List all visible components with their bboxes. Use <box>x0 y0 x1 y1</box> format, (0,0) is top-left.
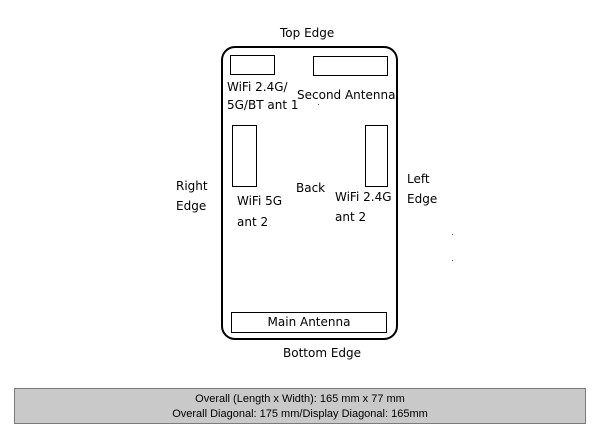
main-antenna-label: Main Antenna <box>267 315 351 329</box>
wifi5g-ant2-label: WiFi 5G ant 2 <box>237 193 282 231</box>
specification-box: Overall (Length x Width): 165 mm x 77 mm… <box>14 388 586 424</box>
stray-dot <box>452 234 453 235</box>
wifi24g-ant2-label: WiFi 2.4G ant 2 <box>335 189 392 226</box>
wifi5g-ant2-line2: ant 2 <box>237 215 269 229</box>
wifi-bt-ant1-label: WiFi 2.4G/ 5G/BT ant 1 <box>227 79 298 114</box>
wifi24g-ant2-block <box>365 125 388 187</box>
wifi24g-ant2-line1: WiFi 2.4G <box>335 190 392 204</box>
wifi5g-ant2-line1: WiFi 5G <box>237 194 283 208</box>
left-edge-line1: Left <box>407 172 430 186</box>
bottom-edge-label: Bottom Edge <box>283 346 362 360</box>
device-outline <box>221 46 398 340</box>
right-edge-line1: Right <box>176 179 208 193</box>
left-edge-label: Left Edge <box>407 171 437 208</box>
top-edge-label: Top Edge <box>280 26 335 40</box>
wifi24g-ant2-line2: ant 2 <box>335 210 367 224</box>
right-edge-label: Right Edge <box>176 178 208 215</box>
spec-diagonals: Overall Diagonal: 175 mm/Display Diagona… <box>172 408 428 420</box>
spec-dimensions: Overall (Length x Width): 165 mm x 77 mm <box>195 393 405 405</box>
wifi5g-ant2-block <box>232 125 257 187</box>
left-edge-line2: Edge <box>407 192 438 206</box>
wifi-bt-ant1-line2: 5G/BT ant 1 <box>227 98 299 112</box>
right-edge-line2: Edge <box>176 199 207 213</box>
stray-dot <box>452 260 453 261</box>
back-label: Back <box>296 181 326 195</box>
stray-dot <box>318 104 319 105</box>
wifi-bt-ant1-line1: WiFi 2.4G/ <box>227 80 288 94</box>
second-antenna-block <box>313 56 388 76</box>
main-antenna-block <box>231 312 387 333</box>
wifi-bt-ant1-block <box>230 55 275 75</box>
second-antenna-label: Second Antenna <box>297 88 396 102</box>
